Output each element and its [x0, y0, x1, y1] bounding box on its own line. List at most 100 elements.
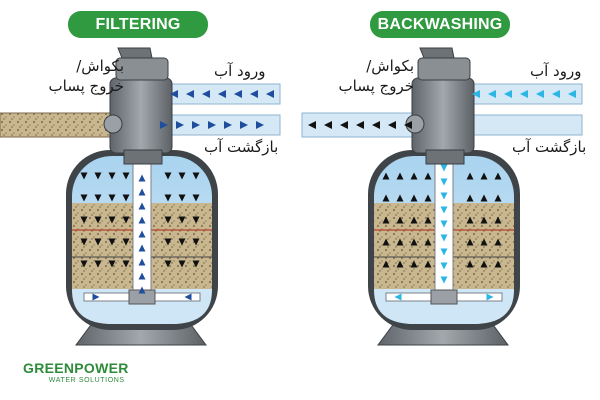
flow-arrow: [80, 238, 88, 246]
flow-arrow: [164, 172, 172, 180]
flow-arrow: [472, 90, 480, 98]
flow-arrow: [80, 216, 88, 224]
lateral-left: [385, 292, 432, 302]
brand-subtitle: WATER SOLUTIONS: [48, 377, 125, 384]
flow-arrow: [108, 194, 116, 202]
flow-arrow: [192, 260, 200, 268]
flow-arrow: [250, 90, 258, 98]
flow-arrow: [488, 90, 496, 98]
flow-arrow: [410, 194, 418, 202]
flow-arrow: [394, 293, 402, 301]
lateral-right: [154, 292, 201, 302]
flow-arrow: [480, 172, 488, 180]
flow-arrow: [178, 238, 186, 246]
pressure-gauge: [103, 114, 123, 134]
flow-arrow: [138, 230, 146, 238]
flow-arrow: [164, 194, 172, 202]
flow-arrow: [404, 121, 412, 129]
valve-collar: [123, 149, 163, 165]
flow-arrow: [94, 260, 102, 268]
flow-arrows: [80, 90, 576, 301]
flow-arrow: [138, 286, 146, 294]
flow-arrow: [410, 172, 418, 180]
flow-arrow: [94, 172, 102, 180]
waste-pipe: [0, 112, 111, 138]
flow-arrow: [164, 238, 172, 246]
flow-arrow: [208, 121, 216, 129]
flow-arrow: [536, 90, 544, 98]
valve-handle: [419, 47, 455, 59]
flow-arrow: [138, 188, 146, 196]
flow-arrow: [494, 194, 502, 202]
multiport-valve: [411, 77, 475, 154]
flow-arrow: [324, 121, 332, 129]
flow-arrow: [424, 216, 432, 224]
flow-arrow: [164, 216, 172, 224]
flow-arrow: [192, 238, 200, 246]
flow-arrow: [122, 216, 130, 224]
flow-arrow: [178, 172, 186, 180]
flow-arrow: [176, 121, 184, 129]
flow-arrow: [396, 238, 404, 246]
backwashing-badge: BACKWASHING: [370, 11, 510, 38]
flow-arrow: [138, 272, 146, 280]
flow-arrow: [440, 234, 448, 242]
flow-arrow: [192, 194, 200, 202]
label-inlet-left: ورود آب: [214, 62, 266, 80]
flow-arrow: [108, 260, 116, 268]
flow-arrow: [192, 216, 200, 224]
brand-logo: GREENPOWER WATER SOLUTIONS: [23, 361, 129, 385]
valve-cap: [417, 57, 471, 81]
flow-arrow: [494, 216, 502, 224]
flow-arrow: [94, 238, 102, 246]
flow-arrow: [256, 121, 264, 129]
flow-arrow: [122, 260, 130, 268]
flow-arrow: [138, 216, 146, 224]
flow-arrow: [388, 121, 396, 129]
flow-arrow: [480, 260, 488, 268]
flow-arrow: [382, 238, 390, 246]
flow-arrow: [440, 248, 448, 256]
flow-arrow: [504, 90, 512, 98]
valve-handle: [117, 47, 153, 59]
flow-arrow: [184, 293, 192, 301]
flow-arrow: [80, 194, 88, 202]
flow-arrow: [480, 238, 488, 246]
flow-arrow: [178, 260, 186, 268]
flow-arrow: [138, 202, 146, 210]
brand-name: GREENPOWER: [23, 360, 129, 376]
flow-arrow: [202, 90, 210, 98]
flow-arrow: [108, 172, 116, 180]
flow-arrow: [424, 172, 432, 180]
flow-arrow: [266, 90, 274, 98]
flow-arrow: [234, 90, 242, 98]
flow-arrow: [494, 238, 502, 246]
flow-arrow: [466, 194, 474, 202]
label-backwash-waste-left: بکواش/ خروج پساب: [48, 57, 125, 95]
flow-arrow: [440, 276, 448, 284]
flow-arrow: [486, 293, 494, 301]
flow-arrow: [494, 260, 502, 268]
flow-arrow: [440, 206, 448, 214]
flow-arrow: [382, 216, 390, 224]
flow-arrow: [410, 216, 418, 224]
flow-arrow: [160, 121, 168, 129]
flow-arrow: [164, 260, 172, 268]
flow-arrow: [440, 262, 448, 270]
flow-arrow: [94, 194, 102, 202]
flow-arrow: [122, 238, 130, 246]
flow-arrow: [80, 172, 88, 180]
flow-arrow: [410, 238, 418, 246]
flow-arrow: [192, 172, 200, 180]
flow-arrow: [480, 194, 488, 202]
flow-arrow: [138, 174, 146, 182]
valve-collar: [425, 149, 465, 165]
flow-arrow: [520, 90, 528, 98]
flow-arrow: [108, 238, 116, 246]
flow-arrow: [192, 121, 200, 129]
flow-arrow: [224, 121, 232, 129]
flow-arrow: [178, 194, 186, 202]
flow-arrow: [466, 172, 474, 180]
flow-arrow: [218, 90, 226, 98]
